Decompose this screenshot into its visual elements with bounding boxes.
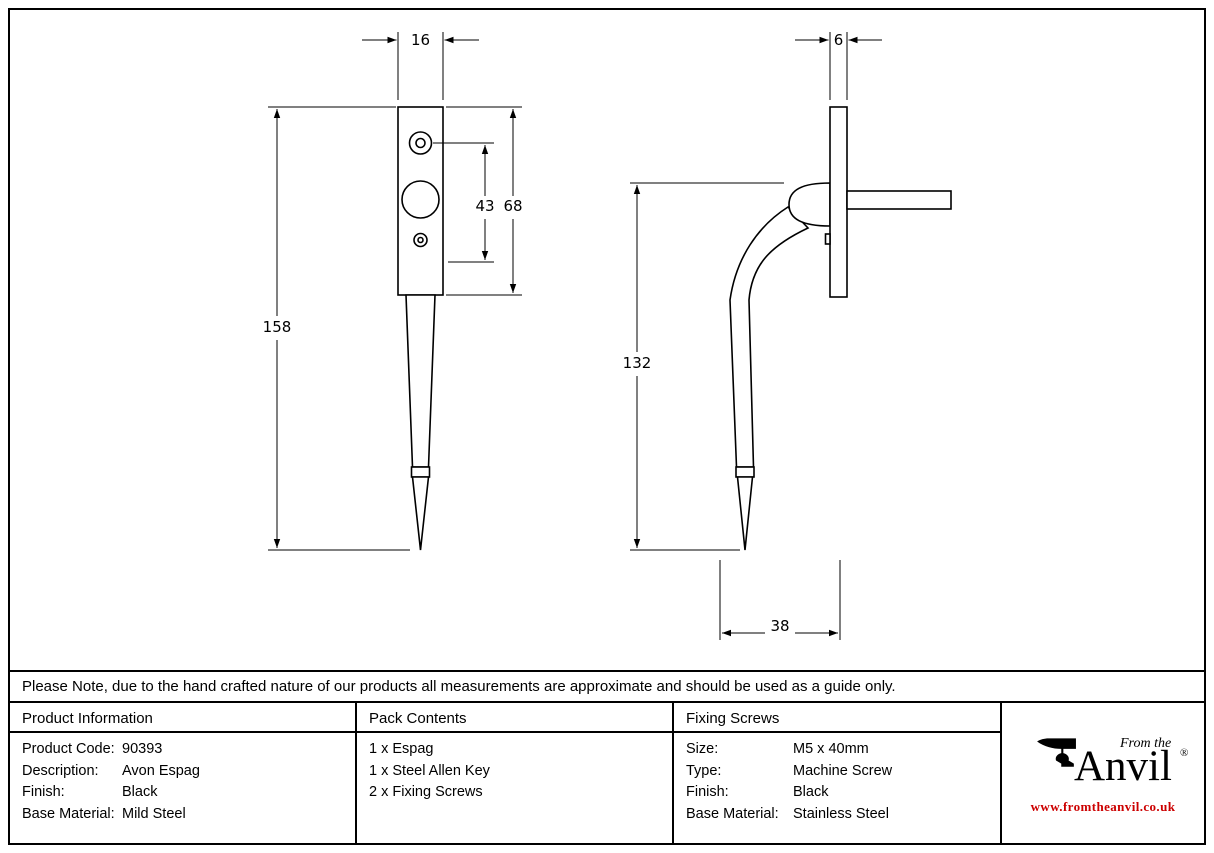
product-info-column: Product Information Product Code: 90393 … xyxy=(10,703,357,843)
list-item: 1 x Espag xyxy=(369,741,434,757)
field-value: Machine Screw xyxy=(793,762,893,779)
note-text: Please Note, due to the hand crafted nat… xyxy=(22,678,896,695)
field-value: 90393 xyxy=(122,741,163,757)
front-handle-collar xyxy=(410,466,431,478)
logo-url: www.fromtheanvil.co.uk xyxy=(1030,799,1176,814)
front-handle-taper xyxy=(405,294,436,468)
dim-value-68: 68 xyxy=(503,197,522,215)
field-value: Mild Steel xyxy=(122,805,186,822)
table-row: Description: Avon Espag xyxy=(22,763,343,779)
field-value: Stainless Steel xyxy=(793,805,889,822)
table-row: Base Material: Mild Steel xyxy=(22,806,343,822)
note-row: Please Note, due to the hand crafted nat… xyxy=(10,670,1204,701)
dim-front-hole-spacing: 43 xyxy=(433,142,495,263)
list-item: 2 x Fixing Screws xyxy=(369,784,483,800)
side-handle-tip xyxy=(736,476,754,551)
info-table: Product Information Product Code: 90393 … xyxy=(10,701,1204,843)
dim-value-158: 158 xyxy=(263,318,292,336)
logo-tagline: From the xyxy=(1120,736,1172,751)
side-view xyxy=(729,106,952,551)
table-row: Size: M5 x 40mm xyxy=(686,741,988,757)
side-grub-screw xyxy=(824,233,831,245)
field-label: Type: xyxy=(686,762,722,779)
table-row: Finish: Black xyxy=(22,784,343,800)
field-value: M5 x 40mm xyxy=(793,741,869,757)
fixing-screws-column: Fixing Screws Size: M5 x 40mm Type: Mach… xyxy=(674,703,1002,843)
fixing-screws-header: Fixing Screws xyxy=(674,703,1000,733)
table-row: Product Code: 90393 xyxy=(22,741,343,757)
fixing-screws-body: Size: M5 x 40mm Type: Machine Screw Fini… xyxy=(674,733,1000,843)
pack-contents-column: Pack Contents 1 x Espag 1 x Steel Allen … xyxy=(357,703,674,843)
pack-contents-body: 1 x Espag 1 x Steel Allen Key 2 x Fixing… xyxy=(357,733,672,843)
pack-contents-header: Pack Contents xyxy=(357,703,672,733)
side-handle-arm xyxy=(729,205,810,468)
list-item: 1 x Steel Allen Key xyxy=(369,762,490,779)
registered-trademark-symbol: ® xyxy=(1180,747,1189,759)
dim-side-handle-height: 132 xyxy=(623,182,784,551)
field-label: Description: xyxy=(22,762,99,779)
table-row: Base Material: Stainless Steel xyxy=(686,806,988,822)
anvil-icon xyxy=(1037,738,1076,767)
side-plate-edge xyxy=(829,106,848,298)
dim-value-16: 16 xyxy=(411,31,430,49)
front-knob xyxy=(401,180,440,219)
brand-logo-cell: From the Anvil ® www.fromtheanvil.co.uk xyxy=(1002,703,1204,843)
field-label: Size: xyxy=(686,741,719,757)
field-label: Finish: xyxy=(22,784,65,800)
dim-side-projection: 38 xyxy=(719,560,841,640)
dim-front-overall-height: 158 xyxy=(263,106,410,551)
table-row: Finish: Black xyxy=(686,784,988,800)
field-value: Black xyxy=(793,784,829,800)
technical-drawing-svg: 16 158 43 xyxy=(263,31,952,640)
side-handle-collar xyxy=(735,466,755,478)
front-screw-inner xyxy=(417,236,424,244)
side-knob xyxy=(788,182,831,227)
product-info-body: Product Code: 90393 Description: Avon Es… xyxy=(10,733,355,843)
front-view xyxy=(397,106,444,551)
dim-value-43: 43 xyxy=(475,197,494,215)
product-info-header: Product Information xyxy=(10,703,355,733)
field-label: Base Material: xyxy=(22,805,115,822)
field-label: Product Code: xyxy=(22,741,115,757)
dim-side-plate-thickness: 6 xyxy=(795,31,882,100)
spec-sheet-frame: 16 158 43 xyxy=(8,8,1206,845)
dim-front-plate-height: 68 xyxy=(446,106,523,296)
side-spindle xyxy=(846,190,952,210)
field-value: Black xyxy=(122,784,158,800)
dim-value-132: 132 xyxy=(623,354,652,372)
field-value: Avon Espag xyxy=(122,762,200,779)
technical-drawing-area: 16 158 43 xyxy=(10,10,1204,670)
dim-value-6: 6 xyxy=(834,31,844,49)
logo-brand-text: Anvil xyxy=(1074,743,1172,790)
field-label: Finish: xyxy=(686,784,729,800)
brand-logo: From the Anvil ® www.fromtheanvil.co.uk xyxy=(1002,703,1204,843)
front-top-hole-inner xyxy=(415,137,426,149)
front-handle-tip xyxy=(411,476,430,551)
table-row: Type: Machine Screw xyxy=(686,763,988,779)
dim-value-38: 38 xyxy=(770,617,789,635)
dim-front-plate-width: 16 xyxy=(362,31,479,100)
field-label: Base Material: xyxy=(686,805,779,822)
